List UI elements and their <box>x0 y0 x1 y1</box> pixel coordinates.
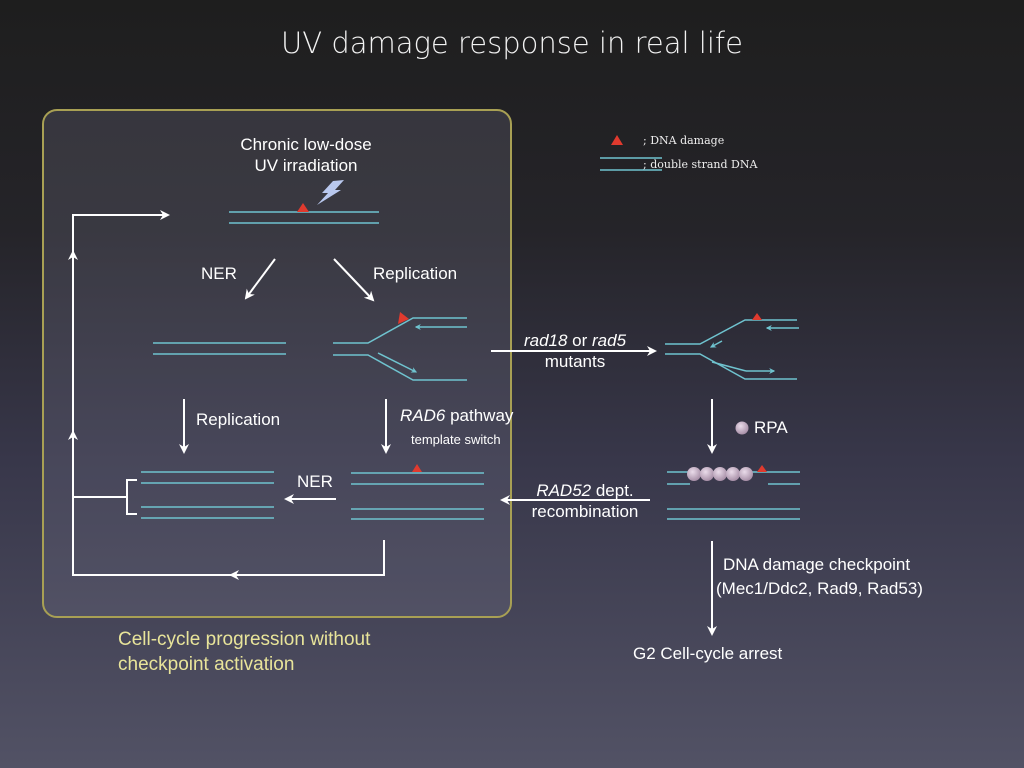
g2-arrest-label: G2 Cell-cycle arrest <box>633 644 783 663</box>
or-text: or <box>567 331 592 350</box>
box-caption-line1: Cell-cycle progression without <box>118 629 371 650</box>
rad52-rest: dept. <box>591 481 634 500</box>
replication-top-label: Replication <box>373 264 458 283</box>
rad6-gene: RAD6 <box>400 406 446 425</box>
box-caption-line2: checkpoint activation <box>118 654 295 675</box>
rad18-gene: rad18 <box>523 331 568 350</box>
stalled-damage-icon <box>752 313 762 320</box>
no-checkpoint-box <box>42 109 512 618</box>
rad5-gene: rad5 <box>592 331 627 350</box>
rad52-gene: RAD52 <box>536 481 592 500</box>
ner-bottom-label: NER <box>297 472 333 491</box>
bracket <box>73 479 137 515</box>
box-caption: Cell-cycle progression without checkpoin… <box>118 627 370 677</box>
template-switch-label: template switch <box>411 432 501 447</box>
repaired-dna <box>153 342 286 355</box>
mutants-text: mutants <box>544 352 606 371</box>
legend-dsdna-label: ; double strand DNA <box>643 158 758 171</box>
legend-dsdna-icon <box>600 157 662 171</box>
checkpoint-label-line1: DNA damage checkpoint <box>723 555 911 574</box>
rpa-filament <box>687 467 753 481</box>
legend-damage-icon <box>611 135 623 145</box>
rpa-icon <box>735 421 749 435</box>
rad6-label: RAD6 pathway <box>400 406 513 426</box>
legend-damage-label: ; DNA damage <box>643 134 725 147</box>
ner-arrow <box>244 258 276 300</box>
return-loop <box>68 210 385 580</box>
lightning-icon <box>317 180 344 205</box>
final-dna <box>141 471 274 519</box>
rad6-dna <box>351 472 484 520</box>
rad52-label: RAD52 dept. recombination <box>515 480 655 522</box>
uv-irradiation-label: Chronic low-dose UV irradiation <box>206 134 406 176</box>
slide-title: UV damage response in real life <box>281 26 743 60</box>
uv-label-line1: Chronic low-dose <box>240 135 372 154</box>
damage-icon <box>297 203 309 212</box>
rpa-damage-icon <box>757 465 767 472</box>
stalled-fork <box>665 319 799 380</box>
replication-arrow <box>333 258 375 302</box>
ner-top-label: NER <box>201 264 237 283</box>
rad6-damage-icon <box>412 464 422 472</box>
mutants-label: rad18 or rad5 mutants <box>500 330 650 372</box>
recombination-text: recombination <box>531 502 639 521</box>
fork-damage-icon <box>398 312 409 324</box>
replication-fork <box>333 317 467 381</box>
replication-left-label: Replication <box>196 410 281 429</box>
rad6-rest: pathway <box>445 406 514 425</box>
checkpoint-label-line2: (Mec1/Ddc2, Rad9, Rad53) <box>716 579 923 598</box>
rpa-label: RPA <box>754 418 788 437</box>
uv-label-line2: UV irradiation <box>254 156 358 175</box>
